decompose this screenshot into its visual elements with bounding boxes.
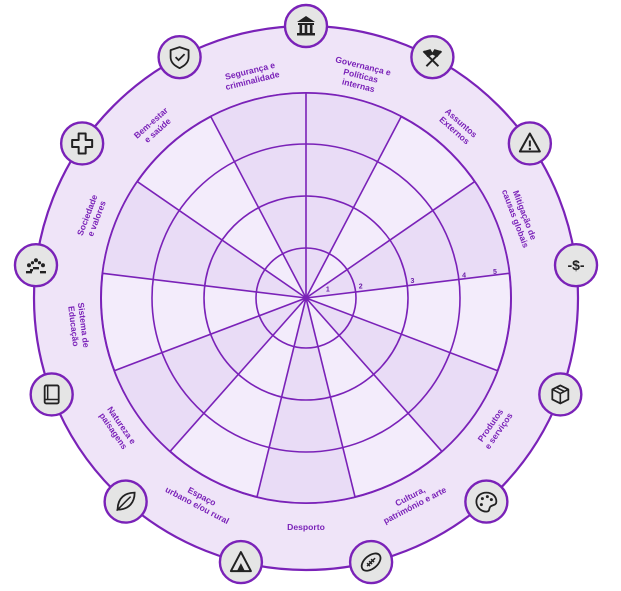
- icon-badge: [29, 372, 74, 417]
- sector-shade: [306, 93, 402, 298]
- shield-icon: [157, 34, 202, 80]
- palette-icon: [464, 479, 509, 524]
- category-label-line: Educação: [66, 305, 81, 347]
- shield-icon-glyph: [169, 46, 190, 70]
- tent-icon: [218, 539, 264, 585]
- health-cross-icon: [59, 121, 105, 166]
- bank-icon-glyph: [297, 16, 315, 36]
- book-icon-glyph: [43, 384, 60, 405]
- football-icon-glyph: [360, 552, 382, 572]
- icon-badge: [13, 243, 59, 288]
- warning-icon-glyph: [518, 132, 541, 153]
- scale-label: 3: [410, 278, 414, 285]
- spoke-line: [102, 272, 307, 299]
- category-label: Desporto: [287, 522, 325, 532]
- spoke-line: [305, 272, 510, 299]
- sector-shade: [306, 181, 510, 298]
- icon-badge: [218, 539, 264, 585]
- package-icon-glyph: [551, 384, 570, 405]
- spoke-line: [305, 297, 356, 498]
- icon-badge: [553, 243, 599, 288]
- spoke-line: [256, 297, 307, 498]
- icon-badge: [59, 121, 105, 166]
- football-icon: [348, 539, 394, 585]
- spoke-line: [114, 297, 307, 372]
- spoke-line: [169, 297, 307, 452]
- people-icon-glyph: [25, 258, 46, 274]
- people-icon: [13, 243, 59, 288]
- spoke-line: [210, 116, 307, 299]
- spoke-line: [136, 180, 307, 299]
- spoke-line: [305, 297, 498, 372]
- icon-badge: [157, 34, 202, 80]
- spoke-line: [305, 116, 402, 299]
- spoke-line: [305, 180, 476, 299]
- book-icon: [29, 372, 74, 417]
- package-icon: [538, 372, 583, 417]
- bank-icon: [283, 3, 329, 49]
- spoke-line: [305, 297, 443, 452]
- health-cross-icon-glyph: [71, 132, 94, 155]
- scale-label: 2: [359, 283, 363, 290]
- sector-shade: [210, 93, 306, 298]
- money-icon-glyph: -$-: [567, 257, 584, 273]
- crossed-flags-icon-glyph: [422, 49, 443, 67]
- sector-shade: [114, 298, 306, 452]
- icon-badge: [464, 479, 509, 524]
- warning-icon: [507, 121, 553, 166]
- money-icon: -$-: [553, 243, 599, 288]
- scale-label: 4: [462, 272, 466, 279]
- scale-label: 5: [493, 269, 497, 276]
- sector-shade: [306, 298, 498, 452]
- crossed-flags-icon: [410, 34, 455, 80]
- scale-label: 1: [326, 287, 330, 294]
- sector-shade: [102, 181, 306, 298]
- leaf-icon: [103, 479, 148, 524]
- palette-icon-glyph: [475, 491, 498, 513]
- svg-text:-$-: -$-: [567, 257, 584, 273]
- tent-icon-glyph: [229, 551, 252, 573]
- category-label-line: Desporto: [287, 522, 325, 532]
- icon-badge: [410, 34, 455, 80]
- leaf-icon-glyph: [116, 491, 136, 512]
